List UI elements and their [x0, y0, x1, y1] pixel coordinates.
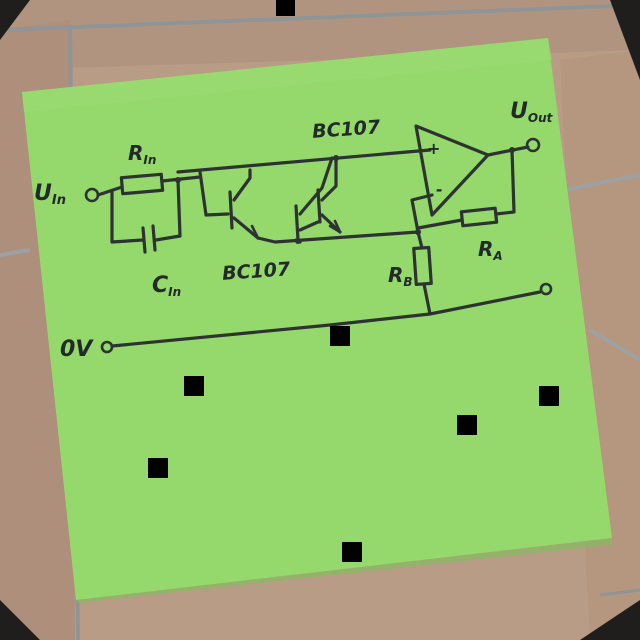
transistor-q1	[198, 168, 260, 240]
op-amp: + -	[414, 124, 490, 217]
opamp-plus: +	[427, 139, 440, 158]
opamp-minus: -	[436, 180, 443, 199]
label-r-b: RB	[388, 263, 413, 289]
ground-right-terminal	[539, 282, 553, 296]
label-transistor-q1: BC107	[221, 258, 291, 285]
label-transistor-q2: BC107	[311, 116, 381, 143]
label-r-in: RIn	[128, 141, 156, 167]
output-terminal	[525, 137, 541, 153]
circuit-diagram: + - UIn RIn CIn	[34, 99, 554, 362]
label-u-out: UOut	[510, 99, 554, 125]
label-c-in: CIn	[152, 273, 181, 299]
transistor-q2	[294, 156, 342, 242]
label-ground: 0V	[60, 337, 94, 362]
label-u-in: UIn	[34, 181, 66, 208]
label-r-a: RA	[478, 237, 503, 263]
capacitor-c-in	[141, 224, 157, 254]
occlusion-squares	[148, 0, 559, 562]
ground-terminal	[100, 340, 114, 354]
